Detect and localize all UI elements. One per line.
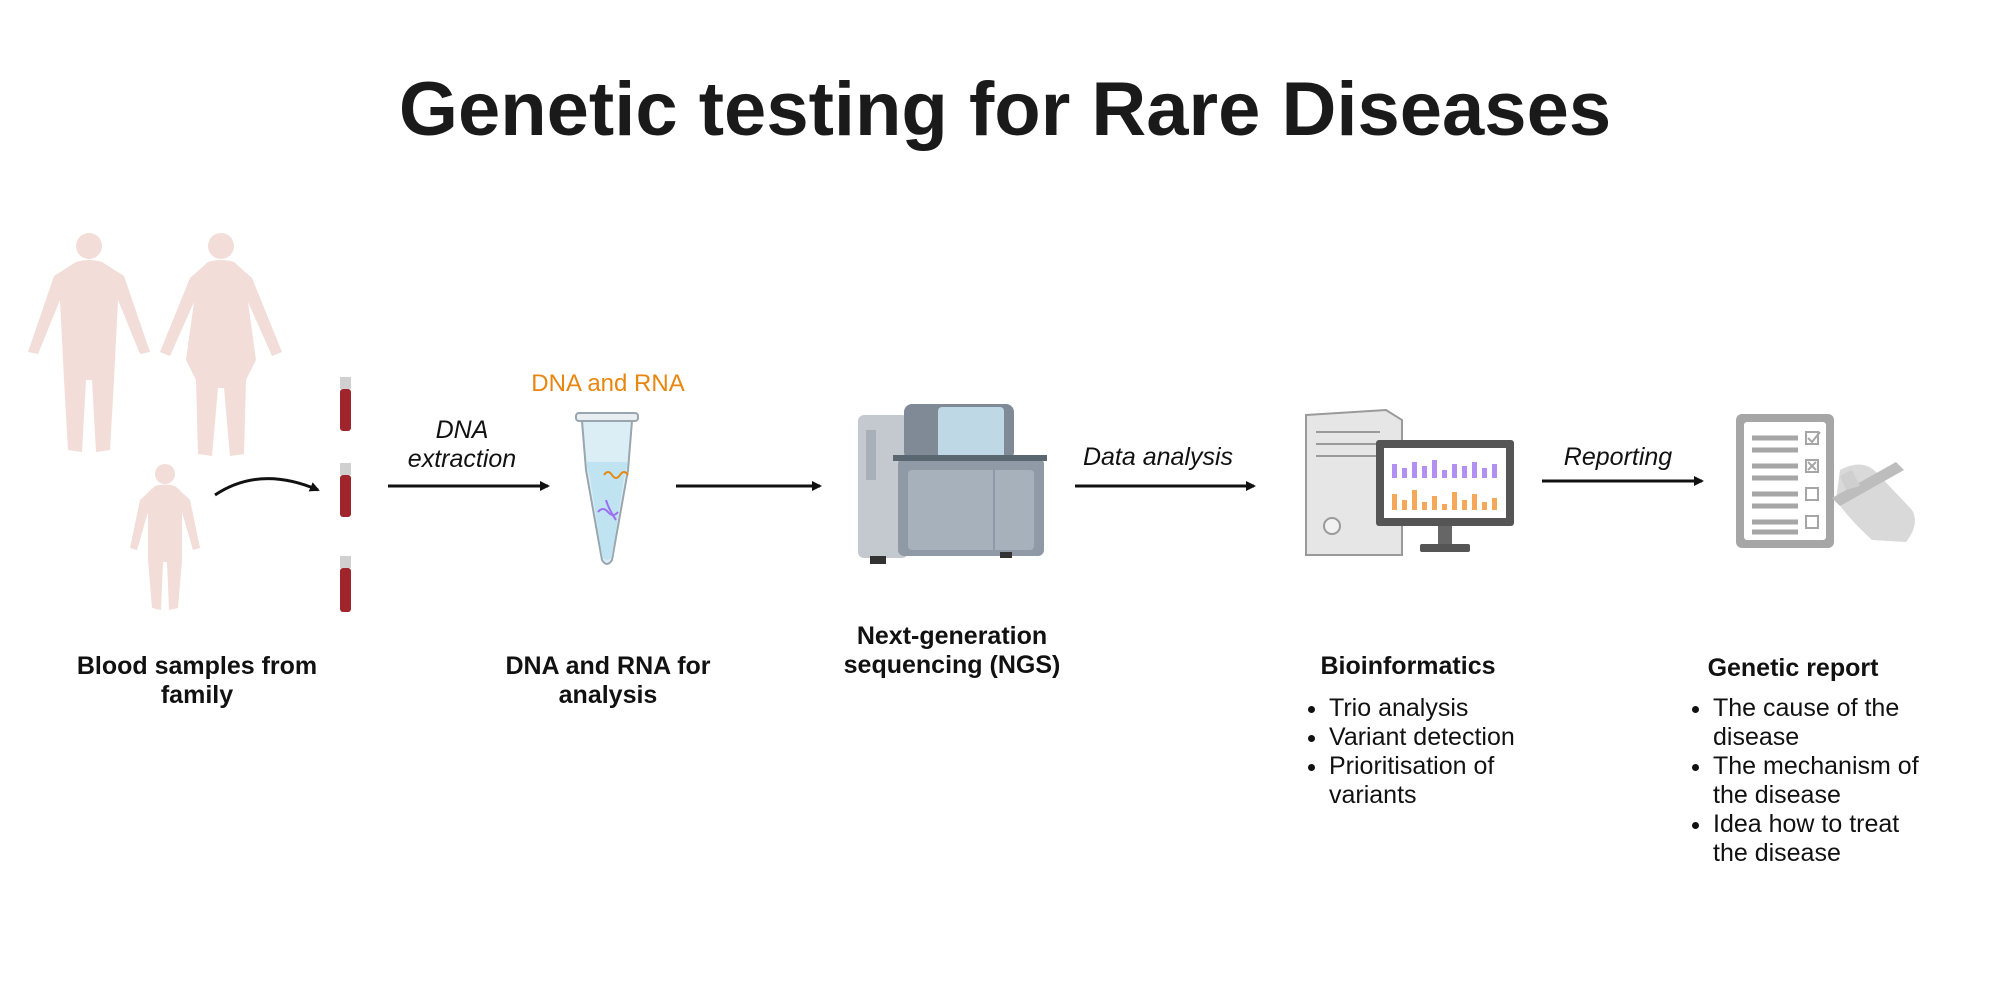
- sequencer-icon: [858, 404, 1047, 564]
- ngs-label: Next-generation sequencing (NGS): [843, 622, 1061, 679]
- eppendorf-tube-icon: [575, 412, 639, 565]
- father-silhouette-icon: [28, 233, 150, 452]
- blood-tube-icon: [340, 463, 351, 517]
- genetic-report-label: Genetic report: [1707, 654, 1879, 682]
- curved-arrow: [214, 477, 320, 497]
- list-item: The cause of the disease: [1713, 694, 1925, 752]
- blood-samples-label: Blood samples from family: [76, 652, 318, 709]
- list-item: Prioritisation of variants: [1329, 752, 1519, 810]
- report-clipboard-icon: [1736, 414, 1915, 548]
- bioinformatics-label: Bioinformatics: [1320, 652, 1496, 680]
- list-item: The mechanism of the disease: [1713, 752, 1925, 810]
- list-item: Trio analysis: [1329, 694, 1519, 723]
- dna-rna-tube-label: DNA and RNA: [531, 370, 685, 397]
- computer-icon: [1305, 408, 1514, 556]
- child-silhouette-icon: [130, 464, 200, 610]
- blood-tube-icon: [340, 556, 351, 612]
- dna-rna-analysis-label: DNA and RNA for analysis: [505, 652, 711, 709]
- list-item: Idea how to treat the disease: [1713, 810, 1925, 868]
- data-analysis-note: Data analysis: [1082, 443, 1234, 471]
- genetic-report-list: The cause of the disease The mechanism o…: [1686, 694, 1925, 868]
- bioinformatics-list: Trio analysis Variant detection Prioriti…: [1302, 694, 1519, 810]
- blood-tube-icon: [340, 377, 351, 431]
- reporting-note: Reporting: [1563, 443, 1673, 471]
- mother-silhouette-icon: [160, 233, 282, 456]
- list-item: Variant detection: [1329, 723, 1519, 752]
- page-title: Genetic testing for Rare Diseases: [398, 67, 1612, 152]
- dna-extraction-note: DNA extraction: [407, 416, 517, 473]
